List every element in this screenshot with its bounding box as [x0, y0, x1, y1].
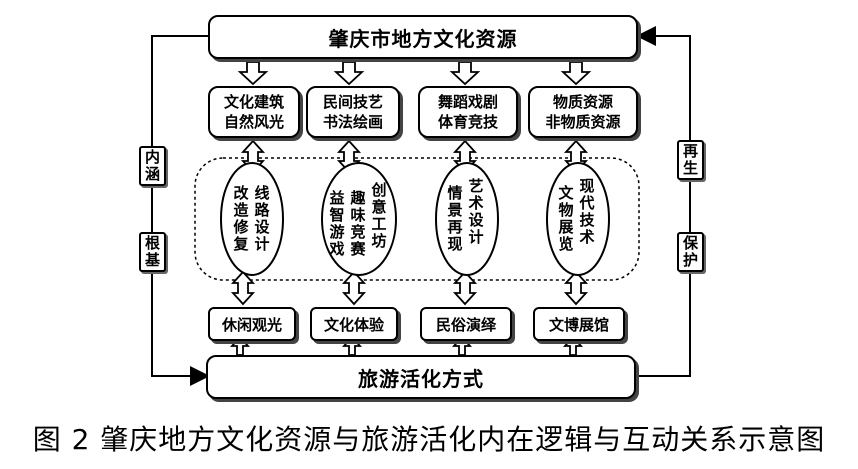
hollow-down-arrow	[449, 61, 481, 86]
hollow-up-arrow	[451, 335, 473, 356]
oval-text-right: 艺 术 设 计	[468, 177, 484, 246]
connector-layer	[151, 26, 691, 386]
category-box-1: 文化建筑 自然风光	[208, 86, 300, 138]
oval-group-1: 改 造 修 复 线 路 设 计	[219, 160, 285, 278]
top-resource-box: 肇庆市地方文化资源	[208, 15, 638, 59]
activity-box-1: 休闲观光	[208, 307, 296, 341]
hollow-double-arrow	[230, 270, 256, 306]
side-label-neihan: 内 涵	[139, 146, 166, 186]
oval-text-right: 现 代 技 术	[579, 177, 595, 246]
oval-text-right: 线 路 设 计	[254, 184, 270, 253]
activity-label: 文化体验	[323, 315, 384, 334]
activity-label: 文博展馆	[548, 315, 609, 334]
oval-group-4: 文 物 展 览 现 代 技 术	[545, 160, 611, 278]
category-label: 民间技艺 书法绘画	[322, 93, 383, 131]
activity-box-2: 文化体验	[310, 307, 398, 341]
hollow-up-arrow	[341, 335, 363, 356]
category-label: 文化建筑 自然风光	[223, 93, 284, 131]
oval-group-2: 益 智 游 戏 趣 味 竞 赛 创 意 工 坊	[319, 160, 399, 278]
hollow-double-arrow	[563, 270, 589, 306]
side-label-genji: 根 基	[139, 232, 166, 272]
hollow-down-arrow	[333, 61, 365, 86]
hollow-down-arrow	[560, 61, 592, 86]
dotted-region	[194, 157, 640, 281]
double-arrows-upper	[240, 139, 589, 174]
bottom-method-box: 旅游活化方式	[206, 355, 636, 399]
side-label-zaisheng: 再 生	[677, 140, 704, 180]
hollow-up-arrow	[562, 335, 584, 356]
category-label: 舞蹈戏剧 体育竞技	[437, 93, 498, 131]
double-arrows-lower	[230, 270, 589, 306]
bottom-method-title: 旅游活化方式	[358, 366, 484, 391]
activity-label: 民俗演绎	[435, 315, 496, 334]
hollow-double-arrow	[452, 270, 478, 306]
category-box-3: 舞蹈戏剧 体育竞技	[418, 86, 518, 138]
right-loop-line	[636, 26, 691, 377]
category-label: 物质资源 非物质资源	[545, 93, 621, 131]
hollow-up-arrow	[229, 335, 251, 356]
category-box-2: 民间技艺 书法绘画	[306, 86, 400, 138]
category-box-4: 物质资源 非物质资源	[528, 86, 638, 138]
hollow-down-arrow	[237, 61, 269, 86]
top-resource-title: 肇庆市地方文化资源	[328, 26, 518, 51]
side-label-baohu: 保 护	[677, 232, 704, 272]
up-arrows	[229, 335, 584, 356]
figure-caption: 图 2 肇庆地方文化资源与旅游活化内在逻辑与互动关系示意图	[32, 423, 826, 456]
left-loop-line	[151, 35, 210, 386]
oval-text-left: 改 造 修 复	[233, 184, 249, 253]
hollow-double-arrow	[341, 270, 367, 306]
oval-text-right: 创 意 工 坊	[371, 181, 387, 250]
oval-text-left: 情 景 再 现	[447, 184, 463, 253]
oval-text-left: 益 智 游 戏	[329, 189, 345, 258]
activity-box-4: 文博展馆	[533, 307, 625, 341]
down-arrows	[237, 61, 592, 86]
oval-group-3: 情 景 再 现 艺 术 设 计	[434, 160, 500, 278]
activity-label: 休闲观光	[221, 315, 282, 334]
activity-box-3: 民俗演绎	[420, 307, 512, 341]
oval-text-left: 文 物 展 览	[558, 184, 574, 253]
oval-text-mid: 趣 味 竞 赛	[350, 189, 366, 258]
